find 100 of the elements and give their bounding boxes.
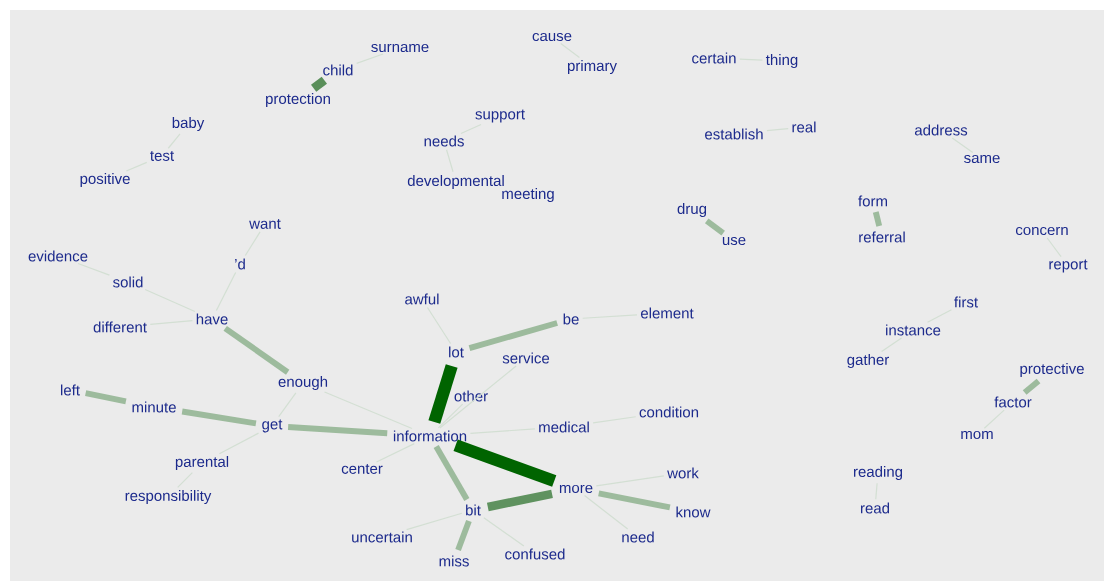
- connector-line: [486, 489, 553, 512]
- word-label: awful: [405, 293, 439, 305]
- word-label: uncertain: [352, 531, 412, 543]
- connector-line: [375, 443, 415, 463]
- connector-line: [582, 314, 638, 319]
- connector-line: [1022, 378, 1041, 395]
- word-label: support: [475, 109, 525, 123]
- word-label: referral: [859, 231, 905, 243]
- word-label: real: [792, 121, 816, 133]
- connector-line: [583, 495, 629, 530]
- word-label: condition: [639, 406, 699, 418]
- connector-line: [592, 416, 637, 424]
- connector-line: [433, 445, 470, 501]
- word-label: solid: [113, 276, 143, 288]
- word-label: minute: [132, 401, 176, 413]
- connector-line: [469, 428, 536, 434]
- word-label: miss: [439, 555, 469, 567]
- word-label: primary: [568, 60, 617, 74]
- word-label: enough: [278, 376, 328, 390]
- word-label: left: [61, 384, 80, 396]
- word-label: know: [676, 506, 711, 518]
- word-label: use: [722, 236, 746, 246]
- word-label: form: [858, 195, 887, 207]
- word-label: protective: [1020, 363, 1084, 377]
- word-label: parental: [175, 456, 229, 470]
- word-label: information: [393, 430, 467, 442]
- word-label: developmental: [407, 175, 504, 189]
- word-label: surname: [371, 43, 429, 53]
- word-label: confused: [505, 548, 565, 560]
- connector-line: [468, 320, 558, 351]
- connector-line: [453, 439, 557, 487]
- connector-line: [125, 161, 148, 172]
- word-label: test: [150, 151, 174, 161]
- word-label: drug: [677, 203, 707, 217]
- word-label: concern: [1015, 226, 1068, 236]
- word-label: mom: [961, 430, 993, 440]
- connector-line: [149, 320, 194, 325]
- word-label: have: [196, 313, 228, 325]
- word-label: be: [563, 313, 579, 325]
- word-label: bit: [466, 504, 481, 516]
- word-label: report: [1049, 259, 1088, 273]
- connector-line: [437, 403, 464, 429]
- connector-line: [356, 53, 384, 64]
- connector-line: [406, 512, 463, 531]
- word-label: cause: [532, 32, 572, 42]
- connector-line: [223, 325, 290, 375]
- connector-line: [215, 271, 237, 312]
- connector-line: [983, 409, 1005, 429]
- word-label: element: [640, 307, 694, 319]
- word-label: responsibility: [125, 490, 212, 504]
- connector-line: [455, 519, 472, 552]
- word-label: baby: [172, 117, 205, 131]
- word-label: same: [964, 154, 1000, 164]
- connector-line: [483, 517, 525, 547]
- word-label: more: [559, 484, 593, 494]
- connector-line: [1046, 237, 1062, 258]
- connector-line: [595, 475, 665, 487]
- word-label: establish: [705, 128, 763, 140]
- word-label: thing: [765, 54, 798, 68]
- word-label: service: [502, 352, 550, 364]
- word-label: get: [262, 419, 283, 433]
- word-label: child: [323, 64, 353, 76]
- connector-line: [872, 211, 883, 227]
- connector-line: [428, 364, 458, 424]
- connector-line: [598, 490, 671, 511]
- word-label: read: [861, 502, 890, 514]
- connector-line: [181, 408, 257, 427]
- word-label: instance: [886, 324, 941, 336]
- connector-line: [439, 365, 517, 429]
- word-label: center: [341, 464, 383, 474]
- word-label: different: [93, 321, 147, 333]
- word-label: needs: [424, 135, 464, 147]
- connector-line: [560, 42, 580, 59]
- word-label: reading: [853, 466, 903, 480]
- word-label: address: [914, 124, 968, 136]
- word-label: gather: [847, 354, 889, 368]
- connector-line: [951, 137, 974, 154]
- connector-line: [244, 231, 261, 257]
- connector-line: [704, 218, 725, 236]
- connector-line: [287, 424, 388, 437]
- word-label: medical: [539, 421, 589, 433]
- word-label: need: [622, 531, 654, 543]
- connector-line: [323, 391, 413, 430]
- word-label: other: [454, 390, 488, 402]
- word-label: ’d: [235, 258, 245, 270]
- connector-line: [278, 392, 297, 418]
- word-label: factor: [994, 396, 1032, 408]
- connector-line: [77, 262, 110, 276]
- connector-line: [85, 390, 127, 405]
- word-label: certain: [692, 52, 736, 64]
- word-label: evidence: [28, 250, 88, 262]
- word-label: positive: [80, 173, 130, 187]
- connector-line: [218, 432, 260, 455]
- word-label: protection: [266, 93, 330, 107]
- word-label: meeting: [502, 188, 554, 202]
- connector-line: [445, 149, 454, 173]
- word-label: want: [249, 219, 281, 229]
- connector-line: [311, 76, 327, 92]
- word-label: lot: [449, 346, 464, 358]
- word-label: work: [667, 467, 699, 479]
